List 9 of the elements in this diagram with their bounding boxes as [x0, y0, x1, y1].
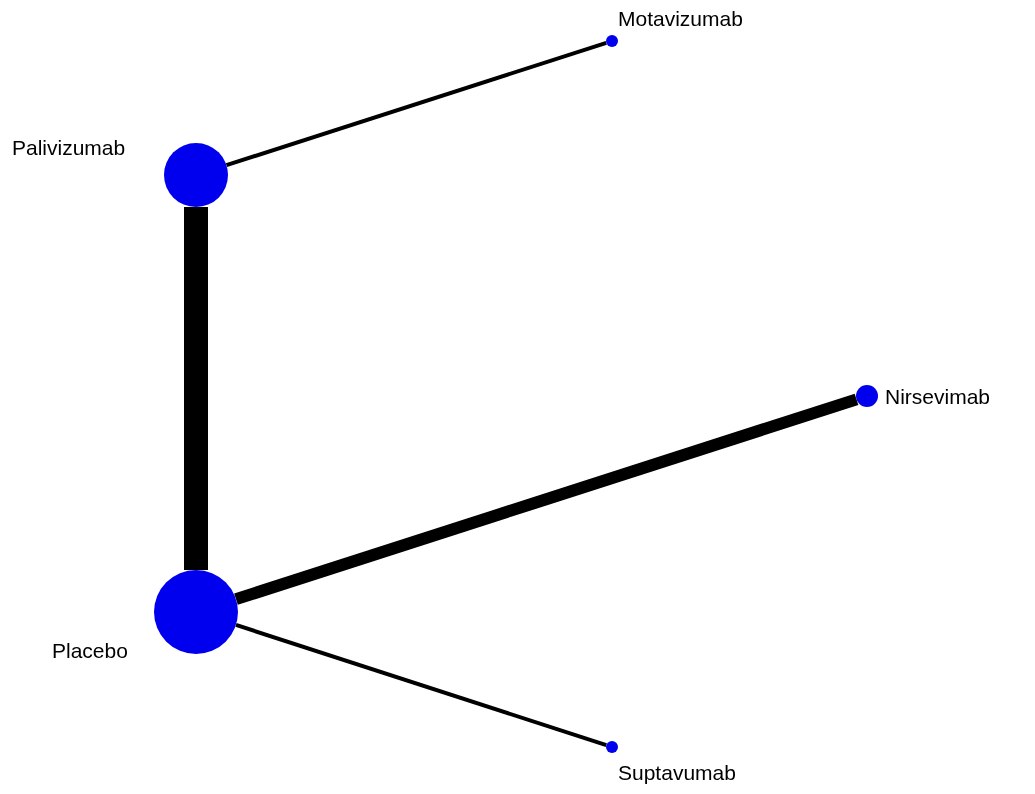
connector-line — [235, 623, 607, 748]
node-label: Nirsevimab — [885, 384, 991, 410]
connector-line — [184, 207, 208, 570]
node-label: Suptavumab — [618, 760, 736, 786]
node-label: Motavizumab — [618, 6, 743, 32]
connector-line — [225, 40, 607, 168]
node-label: Placebo — [52, 638, 128, 664]
connector-line — [234, 393, 859, 605]
node-label: Palivizumab — [12, 135, 126, 161]
